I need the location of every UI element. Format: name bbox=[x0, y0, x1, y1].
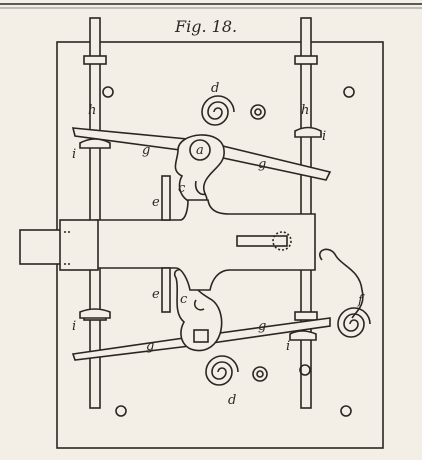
page-rule bbox=[0, 3, 422, 9]
label-g-top-right: g bbox=[258, 157, 266, 172]
label-h-right: h bbox=[301, 103, 309, 118]
label-c-top: c bbox=[178, 181, 186, 196]
label-i-top-left: i bbox=[72, 147, 76, 162]
label-e-bottom: e bbox=[152, 287, 160, 302]
label-g-bottom-left: g bbox=[146, 339, 154, 354]
spring-d-bottom bbox=[205, 355, 268, 386]
label-h-left: h bbox=[88, 103, 96, 118]
mounting-holes bbox=[102, 86, 355, 417]
upper-cam-a bbox=[174, 134, 225, 204]
spring-d-top bbox=[201, 95, 266, 126]
label-e-top: e bbox=[152, 195, 160, 210]
spring-f bbox=[319, 248, 371, 338]
label-i-top-right: i bbox=[322, 129, 326, 144]
label-i-bottom-left: i bbox=[72, 319, 76, 334]
label-g-bottom-right: g bbox=[258, 319, 266, 334]
label-g-top-left: g bbox=[142, 143, 150, 158]
vertical-rod-right bbox=[294, 17, 318, 409]
bolt bbox=[19, 199, 316, 291]
label-f: f bbox=[357, 293, 365, 308]
label-i-bottom-right: i bbox=[286, 339, 290, 354]
label-d-top: d bbox=[211, 81, 219, 96]
label-c-bottom: c bbox=[180, 292, 188, 307]
label-d-bottom: d bbox=[228, 393, 236, 408]
tumbler-e bbox=[161, 175, 171, 313]
label-a: a bbox=[196, 143, 204, 158]
figure-title: Fig. 18. bbox=[174, 17, 237, 36]
